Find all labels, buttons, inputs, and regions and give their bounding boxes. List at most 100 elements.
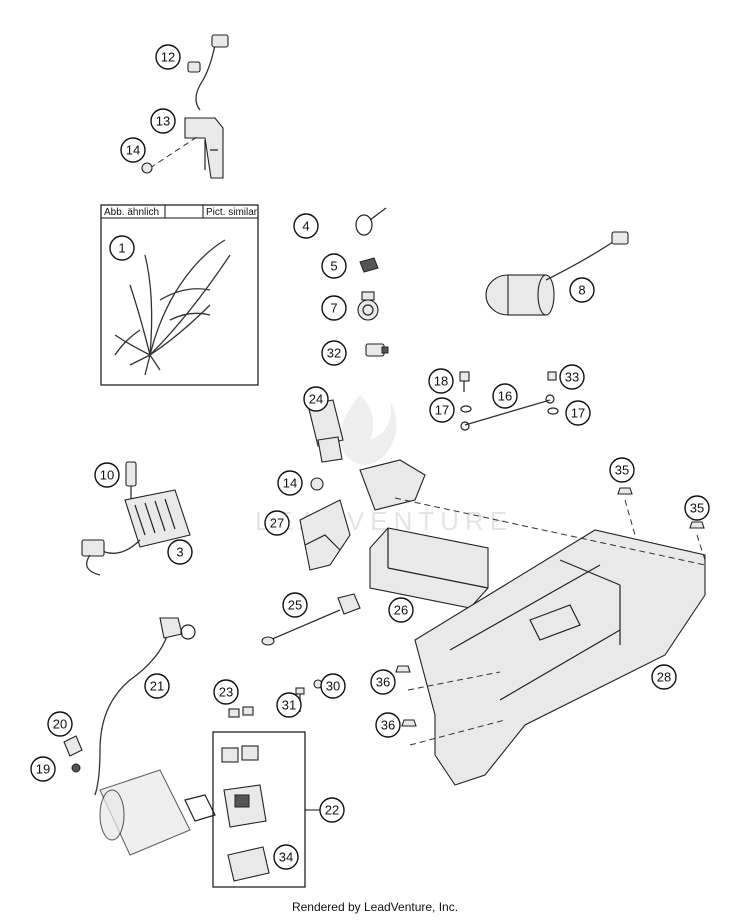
callout-label: 30 xyxy=(326,679,340,694)
callout-30: 30 xyxy=(320,673,346,699)
part-3-regulator xyxy=(81,489,191,576)
part-25-cable xyxy=(261,593,361,646)
callout-28: 28 xyxy=(651,664,677,690)
callout-label: 23 xyxy=(219,685,233,700)
callout-3: 3 xyxy=(167,539,193,565)
callout-33: 33 xyxy=(559,364,585,390)
callout-34: 34 xyxy=(273,844,299,870)
callout-31: 31 xyxy=(276,692,302,718)
callout-label: 17 xyxy=(435,403,449,418)
callout-17: 17 xyxy=(429,397,455,423)
part-12-connector xyxy=(187,34,229,111)
footer-credit: Rendered by LeadVenture, Inc. xyxy=(291,900,459,914)
callout-label: 16 xyxy=(498,389,512,404)
callout-12: 12 xyxy=(155,44,181,70)
callout-7: 7 xyxy=(321,295,347,321)
callout-label: 28 xyxy=(657,670,671,685)
callout-13: 13 xyxy=(150,108,176,134)
callout-4: 4 xyxy=(293,213,319,239)
callout-14: 14 xyxy=(120,137,146,163)
callout-label: 33 xyxy=(565,370,579,385)
callout-label: 7 xyxy=(330,301,337,316)
callout-label: 24 xyxy=(309,392,323,407)
part-18-screw xyxy=(459,371,470,392)
callout-label: 22 xyxy=(325,803,339,818)
callout-label: 34 xyxy=(279,850,293,865)
callout-20: 20 xyxy=(47,711,73,737)
callout-label: 32 xyxy=(327,346,341,361)
callout-label: 14 xyxy=(126,143,140,158)
callout-label: 35 xyxy=(690,501,704,516)
callout-label: 26 xyxy=(394,603,408,618)
callout-label: 17 xyxy=(571,406,585,421)
callout-label: 10 xyxy=(100,468,114,483)
inset-label-right: Pict. similar xyxy=(206,207,258,218)
part-21-starter-cable xyxy=(94,617,196,796)
callout-1: 1 xyxy=(109,235,135,261)
callout-24: 24 xyxy=(303,386,329,412)
callout-23: 23 xyxy=(213,679,239,705)
part-26-battery xyxy=(369,527,489,609)
callout-label: 31 xyxy=(282,698,296,713)
callout-35: 35 xyxy=(609,457,635,483)
part-32-connector xyxy=(365,343,389,357)
callout-35: 35 xyxy=(684,495,710,521)
callout-label: 3 xyxy=(176,545,183,560)
part-5-clip xyxy=(359,257,379,273)
part-7-holder xyxy=(357,291,379,321)
assembly-leaders xyxy=(394,497,706,746)
part-28-tray xyxy=(414,529,706,786)
part-14-screw-top xyxy=(141,134,201,174)
part-20-cap xyxy=(63,735,83,757)
callout-18: 18 xyxy=(428,368,454,394)
callout-label: 5 xyxy=(330,259,337,274)
watermark-text: LEADVENTURE xyxy=(255,506,513,536)
part-4-cable-tie xyxy=(355,207,387,236)
callout-label: 36 xyxy=(376,675,390,690)
callout-label: 14 xyxy=(283,476,297,491)
callout-8: 8 xyxy=(569,277,595,303)
callout-17: 17 xyxy=(565,400,591,426)
part-13-bracket xyxy=(184,117,224,179)
part-8-sensor xyxy=(485,231,629,316)
watermark: LEADVENTURE xyxy=(255,395,513,536)
callout-27: 27 xyxy=(264,510,290,536)
callout-19: 19 xyxy=(30,756,56,782)
part-17-washers xyxy=(460,405,559,415)
callout-label: 13 xyxy=(156,114,170,129)
callout-label: 18 xyxy=(434,374,448,389)
callout-label: 36 xyxy=(381,718,395,733)
part-27-holder xyxy=(299,459,426,571)
part-14-screw-mid xyxy=(310,477,324,491)
part-23-fuses xyxy=(228,706,254,718)
callout-label: 25 xyxy=(288,598,302,613)
callout-25: 25 xyxy=(282,592,308,618)
callout-label: 27 xyxy=(270,516,284,531)
callout-label: 19 xyxy=(36,762,50,777)
callout-label: 1 xyxy=(118,241,125,256)
starter-motor xyxy=(99,769,216,856)
part-19-nut xyxy=(71,763,81,773)
callout-32: 32 xyxy=(321,340,347,366)
callout-36: 36 xyxy=(370,669,396,695)
callout-label: 8 xyxy=(578,283,585,298)
callout-5: 5 xyxy=(321,253,347,279)
callout-label: 35 xyxy=(615,463,629,478)
callout-label: 21 xyxy=(150,679,164,694)
part-33-screw xyxy=(547,371,557,381)
wiring-harness xyxy=(114,239,231,376)
part-35-bolts xyxy=(617,487,705,529)
callout-21: 21 xyxy=(144,673,170,699)
callout-22: 22 xyxy=(319,797,345,823)
callout-label: 20 xyxy=(53,717,67,732)
callout-36: 36 xyxy=(375,712,401,738)
callout-label: 4 xyxy=(302,219,309,234)
inset-label-left: Abb. ähnlich xyxy=(104,207,159,218)
part-16-ground-cable xyxy=(460,394,555,431)
callout-26: 26 xyxy=(388,597,414,623)
inset-box: Abb. ähnlich Pict. similar xyxy=(100,204,259,386)
part-10-connector xyxy=(125,461,137,500)
callout-16: 16 xyxy=(492,383,518,409)
